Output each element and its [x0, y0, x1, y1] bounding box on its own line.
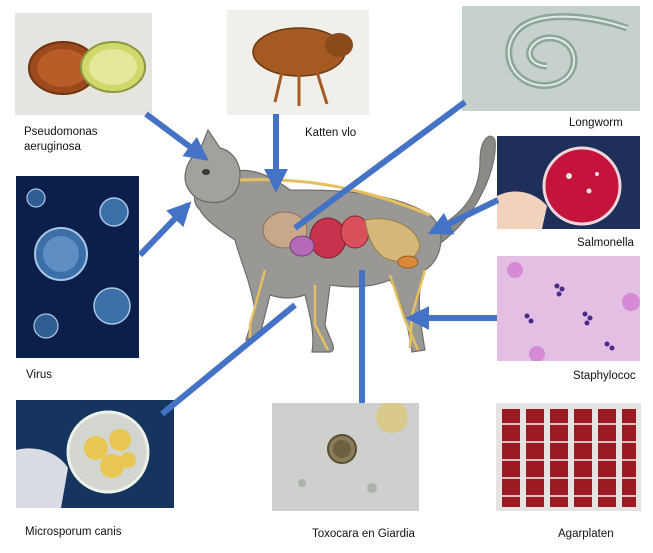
virus-image	[16, 176, 139, 358]
longworm-image	[462, 6, 640, 111]
virus-label: Virus	[26, 369, 52, 381]
flea-label: Katten vlo	[305, 127, 357, 139]
salmonella-label: Salmonella	[577, 237, 634, 249]
staphylococ-image	[497, 256, 640, 361]
longworm-label: Longworm	[569, 117, 623, 129]
salmonella-image	[497, 136, 640, 229]
agarplaten-image	[496, 403, 641, 511]
toxocara-image	[272, 403, 419, 511]
agarplaten-label: Agarplaten	[558, 528, 614, 540]
pseudomonas-label: Pseudomonas aeruginosa	[24, 125, 98, 155]
toxocara-label: Toxocara en Giardia	[312, 528, 415, 540]
pseudomonas-image	[15, 13, 152, 115]
microsporum-image	[16, 400, 174, 508]
cat-anatomy-illustration	[184, 128, 496, 353]
pseudomonas-label-line2: aeruginosa	[24, 141, 81, 153]
staphylococ-label: Staphylococ	[573, 370, 636, 382]
flea-image	[227, 10, 369, 115]
pseudomonas-label-line1: Pseudomonas	[24, 126, 98, 138]
microsporum-label: Microsporum canis	[25, 526, 122, 538]
